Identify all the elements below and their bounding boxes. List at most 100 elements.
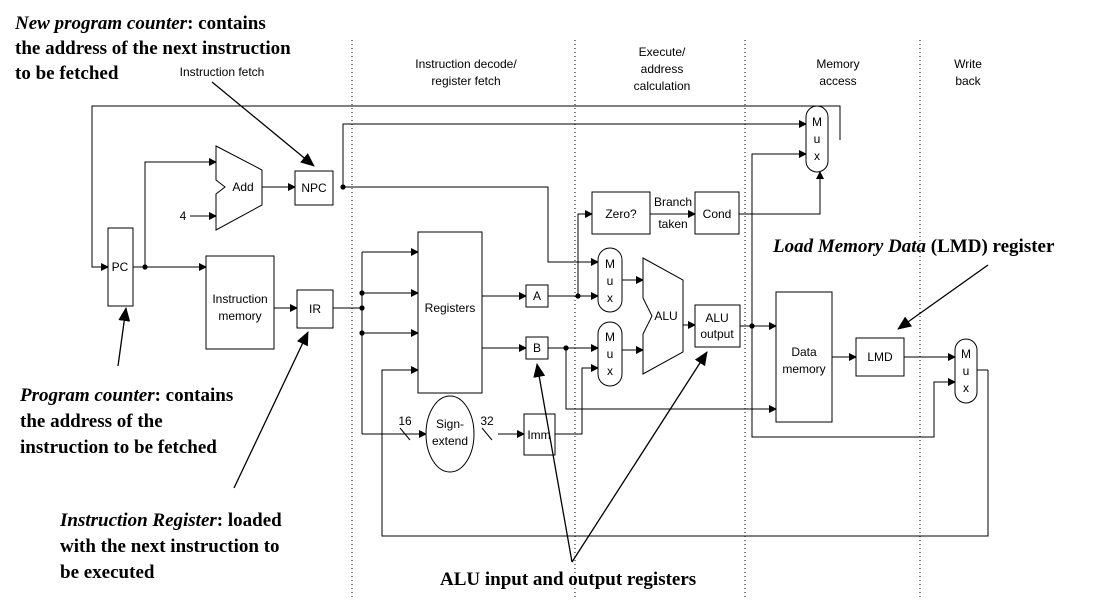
b-label: B (533, 341, 541, 355)
junction-dot (359, 290, 365, 296)
imm-label: Imm (527, 428, 550, 442)
a-label: A (533, 289, 541, 303)
stage-decode-label-1: Instruction decode/ (415, 57, 517, 71)
npc-annotation-line-1: New program counter: contains (14, 13, 266, 34)
mux-letter-x: x (814, 149, 820, 163)
zero-test-label: Zero? (605, 207, 637, 221)
writeback-to-registers-wire (381, 366, 989, 537)
lmd-annotation: Load Memory Data (LMD) register (772, 236, 1055, 257)
pc-register (107, 227, 134, 307)
junction-dot (563, 345, 569, 351)
data-memory-label-2: memory (782, 362, 825, 376)
b-register (525, 336, 549, 360)
pc-select-mux (805, 105, 829, 173)
ir-label: IR (309, 302, 321, 316)
alu-output-label-2: output (700, 327, 734, 341)
mux-letter-m: M (812, 115, 822, 129)
lmd-register (855, 337, 905, 377)
stage-writeback-label-1: Write (954, 57, 982, 71)
stage-memory-label-2: access (819, 74, 856, 88)
npc-register (294, 170, 334, 206)
ir-annotation-line-3: be executed (60, 562, 155, 583)
ir-annotation-rest: : loaded (217, 510, 282, 531)
pc-annotation-line-3: instruction to be fetched (20, 437, 217, 458)
stage-execute-label-3: calculation (634, 79, 691, 93)
instruction-memory-label-2: memory (218, 309, 261, 323)
bits-16-label: 16 (398, 414, 412, 428)
next-pc-wire (91, 105, 841, 271)
blocks: PC Add 4 NPC Instruction memory IR Regis… (107, 105, 988, 473)
junction-dot (142, 264, 148, 270)
cond-label: Cond (703, 207, 732, 221)
pc-annotation-line-2: the address of the (20, 411, 163, 432)
mux-letter-x: x (607, 291, 613, 305)
add-unit (215, 145, 263, 231)
junction-dot (359, 305, 365, 311)
alu-registers-annotation: ALU input and output registers (440, 569, 696, 590)
data-memory-label-1: Data (791, 345, 817, 359)
a-register (525, 284, 549, 308)
alu-label: ALU (654, 309, 677, 323)
a-to-zero-wire (577, 210, 593, 296)
cond-register (694, 191, 740, 235)
junction-dot (340, 184, 346, 190)
ir-annotation-line-2: with the next instruction to (60, 536, 280, 557)
alu-input-b-mux (597, 321, 623, 387)
junction-dot (575, 293, 581, 299)
pc-annotation-line-1: Program counter: contains (19, 385, 233, 406)
stage-execute-label-2: address (641, 62, 684, 76)
npc-label: NPC (301, 181, 327, 195)
stage-decode-label-2: register fetch (431, 74, 500, 88)
annotations: New program counter: contains the addres… (14, 13, 1055, 590)
add-label: Add (232, 180, 253, 194)
npc-to-pc-mux-wire (342, 120, 807, 187)
mux-letter-m: M (605, 330, 615, 344)
zero-test-unit (591, 191, 651, 235)
npc-annotation-rest: : contains (187, 13, 266, 34)
npc-annotation-line-3: to be fetched (15, 63, 119, 84)
sign-extend-label-1: Sign- (436, 417, 464, 431)
junction-dot (359, 330, 365, 336)
imm-to-alu-mux-wire (555, 364, 599, 435)
stage-writeback-label-2: back (955, 74, 981, 88)
bit-width-mark (481, 427, 493, 441)
alu-input-a-mux (597, 247, 623, 313)
instruction-memory (205, 255, 275, 350)
b-to-data-memory-wire (565, 348, 777, 413)
registers-label: Registers (425, 301, 476, 315)
sign-extend-label-2: extend (432, 434, 468, 448)
mux-letter-m: M (961, 347, 971, 361)
stage-separators (351, 40, 921, 600)
alu-output-label-1: ALU (705, 311, 728, 325)
stage-memory-label-1: Memory (816, 57, 859, 71)
writeback-mux (954, 338, 978, 404)
branch-taken-label-2: taken (658, 217, 687, 231)
lmd-annotation-rest: (LMD) register (926, 236, 1055, 257)
mux-letter-u: u (607, 274, 614, 288)
alu-unit (642, 257, 684, 375)
pc-annotation-arrow (117, 307, 131, 367)
stage-execute-label-1: Execute/ (639, 45, 686, 59)
ir-annotation-italic: Instruction Register (59, 510, 217, 531)
ir-annotation-line-1: Instruction Register: loaded (59, 510, 282, 531)
pc-annotation-italic: Program counter (19, 385, 155, 406)
alu-output-register (694, 304, 741, 348)
branch-taken-label-1: Branch (654, 195, 692, 209)
mux-letter-x: x (607, 364, 613, 378)
cond-to-pc-mux-wire (739, 171, 824, 215)
junction-dot (749, 323, 755, 329)
mux-letter-u: u (607, 347, 614, 361)
pc-label: PC (112, 260, 129, 274)
alu-output-annotation-arrow (571, 351, 708, 563)
stage-labels: Instruction fetch Instruction decode/ re… (180, 45, 983, 93)
sign-extend-unit (425, 395, 475, 473)
data-memory (775, 291, 833, 423)
annotation-arrows (117, 81, 989, 563)
npc-to-alu-mux-wire (343, 186, 599, 266)
lmd-label: LMD (867, 350, 893, 364)
lmd-annotation-italic: Load Memory Data (772, 236, 927, 257)
instruction-memory-label-1: Instruction (212, 292, 267, 306)
bits-32-label: 32 (480, 414, 494, 428)
ir-annotation-arrow (233, 331, 309, 489)
